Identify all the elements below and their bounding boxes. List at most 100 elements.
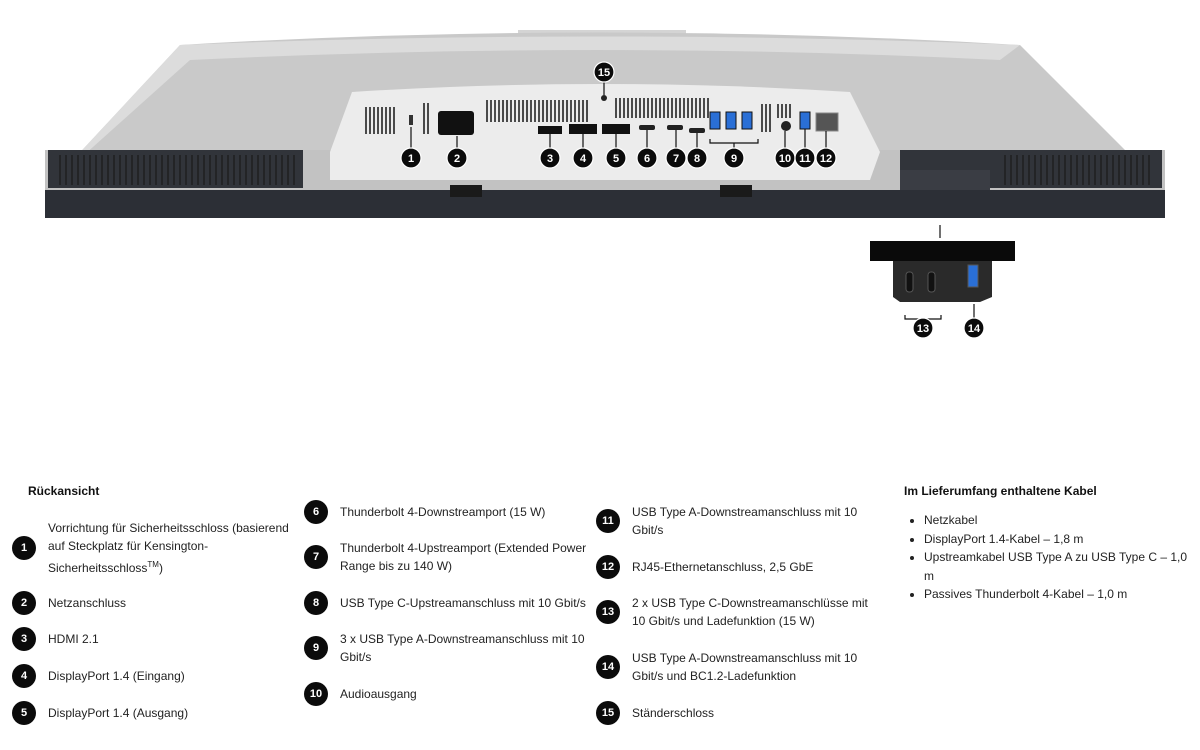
cable-item: Passives Thunderbolt 4-Kabel – 1,0 m	[924, 585, 1194, 604]
legend-item: 13 2 x USB Type C-Downstreamanschlüsse mi…	[596, 584, 882, 640]
callout-number: 1	[408, 153, 414, 165]
legend-text-main: USB Type C-Upstreamanschluss mit 10 Gbit…	[340, 595, 586, 610]
legend-number: 3	[12, 627, 36, 651]
legend-item: 8 USB Type C-Upstreamanschluss mit 10 Gbi…	[304, 575, 590, 631]
callout-badge-3	[539, 147, 561, 169]
legend-text: 3 x USB Type A-Downstreamanschluss mit 1…	[340, 630, 590, 667]
usb-hub	[893, 261, 992, 302]
legend-item: 15 Ständerschloss	[596, 685, 882, 741]
legend-text: Audioausgang	[340, 685, 590, 704]
legend-number: 7	[304, 545, 328, 569]
usb-hub-bar	[870, 241, 1015, 261]
callout-badge-4	[572, 147, 594, 169]
legend-text: USB Type A-Downstreamanschluss mit 10 Gb…	[632, 649, 882, 686]
dp-out-port	[602, 124, 630, 134]
cable-item: Netzkabel	[924, 511, 1194, 530]
audio-port	[781, 121, 791, 131]
legend-text-main: Vorrichtung für Sicherheitsschloss (basi…	[48, 520, 289, 575]
callout-badge-15	[593, 61, 615, 83]
legend-text-main: RJ45-Ethernetanschluss, 2,5 GbE	[632, 559, 814, 574]
legend-item: 14 USB Type A-Downstreamanschluss mit 10 …	[596, 639, 882, 695]
legend-number: 8	[304, 591, 328, 615]
legend-text-main: USB Type A-Downstreamanschluss mit 10 Gb…	[632, 650, 858, 684]
legend-text: Thunderbolt 4-Downstreamport (15 W)	[340, 503, 590, 522]
legend-number: 10	[304, 682, 328, 706]
callout-number: 7	[673, 153, 679, 165]
legend-number: 11	[596, 509, 620, 533]
callout-number: 5	[613, 153, 619, 165]
cables-heading: Im Lieferumfang enthaltene Kabel	[904, 484, 1097, 498]
callout-number: 4	[580, 153, 587, 165]
callout-number: 12	[820, 153, 832, 165]
usba-ports	[709, 111, 811, 130]
callout-badge-2	[446, 147, 468, 169]
legend-text: Thunderbolt 4-Upstreamport (Extended Pow…	[340, 539, 590, 576]
power-port	[438, 111, 474, 135]
tb4-downstream-port	[639, 125, 655, 130]
callout-badge-12	[815, 147, 837, 169]
callout-badge-14	[963, 317, 985, 339]
usbc-upstream-port	[689, 128, 705, 133]
dp-in-port	[569, 124, 597, 134]
security-slot	[409, 115, 413, 125]
callout-number: 14	[968, 323, 981, 335]
legend-text: USB Type C-Upstreamanschluss mit 10 Gbit…	[340, 594, 590, 613]
legend-text-main: USB Type A-Downstreamanschluss mit 10 Gb…	[632, 504, 858, 538]
cables-list: Netzkabel DisplayPort 1.4-Kabel – 1,8 m …	[904, 511, 1194, 604]
callout-badge-7	[665, 147, 687, 169]
callout-badge-1	[400, 147, 422, 169]
legend-text-main: DisplayPort 1.4 (Eingang)	[48, 668, 185, 683]
legend-number: 12	[596, 555, 620, 579]
callout-number: 3	[547, 153, 553, 165]
legend-text-main: Netzanschluss	[48, 595, 127, 610]
callout-number: 15	[598, 67, 610, 79]
callout-number: 13	[917, 323, 929, 335]
legend-item: 10 Audioausgang	[304, 666, 590, 722]
legend-text-tail: )	[158, 560, 163, 575]
bottom-bezel	[45, 185, 1165, 218]
ethernet-port	[815, 112, 839, 132]
legend-number: 4	[12, 664, 36, 688]
legend-number: 15	[596, 701, 620, 725]
legend-item: 3 HDMI 2.1	[12, 611, 298, 667]
legend-text-main: Thunderbolt 4-Downstreamport (15 W)	[340, 504, 546, 519]
callout-number: 2	[454, 153, 460, 165]
legend-text: RJ45-Ethernetanschluss, 2,5 GbE	[632, 558, 882, 577]
legend-text: Ständerschloss	[632, 704, 882, 723]
callout-badge-6	[636, 147, 658, 169]
legend-text: Netzanschluss	[48, 594, 298, 613]
trademark: TM	[147, 559, 159, 569]
cable-item: Upstreamkabel USB Type A zu USB Type C –…	[924, 548, 1194, 585]
legend-text: USB Type A-Downstreamanschluss mit 10 Gb…	[632, 503, 882, 540]
legend-text-main: Audioausgang	[340, 686, 417, 701]
legend-text-main: 3 x USB Type A-Downstreamanschluss mit 1…	[340, 631, 585, 665]
legend-text: DisplayPort 1.4 (Eingang)	[48, 667, 298, 686]
legend-item: 12 RJ45-Ethernetanschluss, 2,5 GbE	[596, 539, 882, 595]
legend-text: Vorrichtung für Sicherheitsschloss (basi…	[48, 519, 298, 578]
callout-number: 9	[731, 153, 737, 165]
callout-badge-9	[723, 147, 745, 169]
legend-number: 5	[12, 701, 36, 725]
legend-text: DisplayPort 1.4 (Ausgang)	[48, 704, 298, 723]
legend-text-main: Ständerschloss	[632, 705, 715, 720]
callout-badge-13	[912, 317, 934, 339]
callout-number: 10	[779, 153, 791, 165]
legend-number: 13	[596, 600, 620, 624]
legend-text-main: Thunderbolt 4-Upstreamport (Extended Pow…	[340, 540, 587, 574]
legend-item: 7 Thunderbolt 4-Upstreamport (Extended Po…	[304, 529, 590, 585]
rear-view-heading: Rückansicht	[28, 484, 100, 498]
legend-text: HDMI 2.1	[48, 630, 298, 649]
callout-badge-8	[686, 147, 708, 169]
legend-item: 11 USB Type A-Downstreamanschluss mit 10 …	[596, 493, 882, 549]
legend-number: 14	[596, 655, 620, 679]
legend-number: 9	[304, 636, 328, 660]
legend-text-main: HDMI 2.1	[48, 631, 99, 646]
legend-text-main: DisplayPort 1.4 (Ausgang)	[48, 705, 189, 720]
legend-text-main: 2 x USB Type C-Downstreamanschlüsse mit …	[632, 595, 868, 629]
callout-number: 8	[694, 153, 700, 165]
legend-item: 4 DisplayPort 1.4 (Eingang)	[12, 648, 298, 704]
